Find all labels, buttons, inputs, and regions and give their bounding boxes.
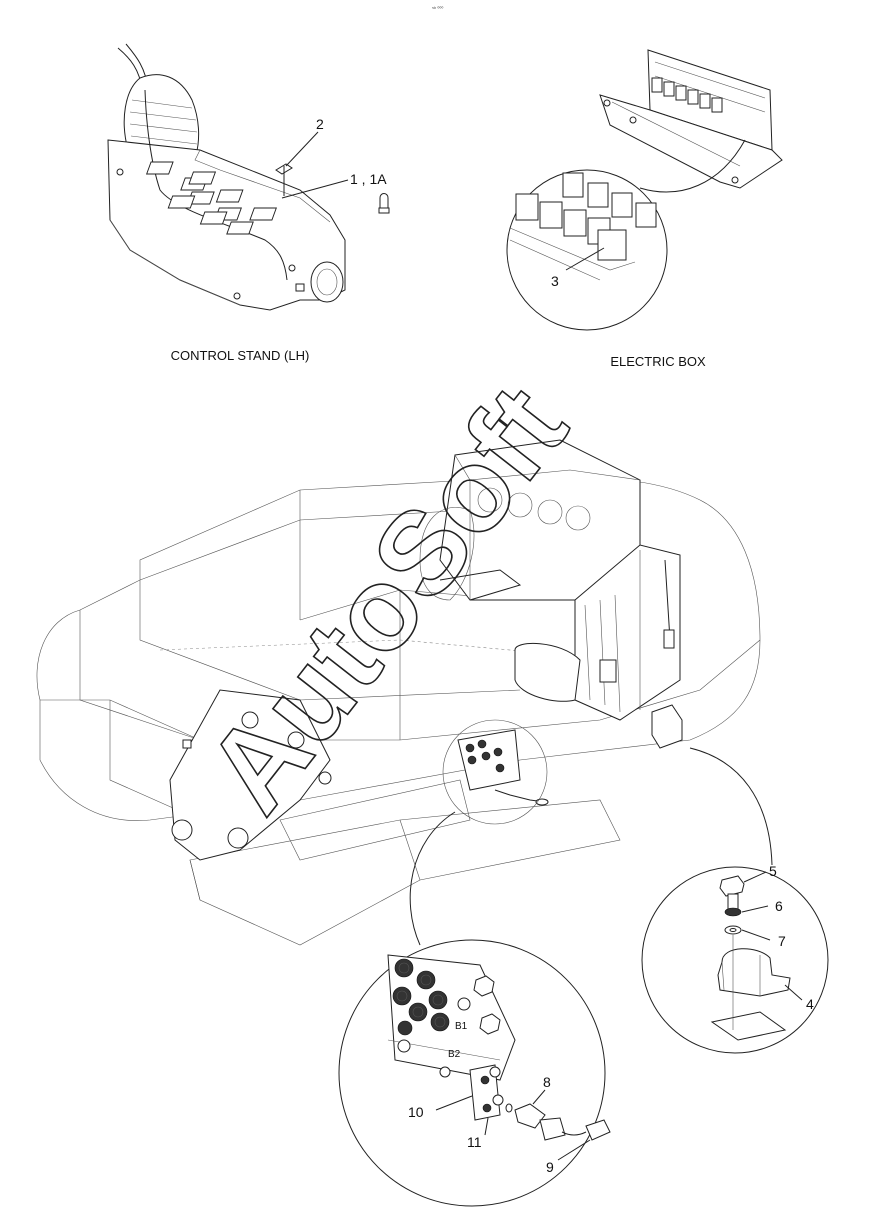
header-code: ⁵ᵇ ⁰⁰⁰ bbox=[432, 6, 443, 12]
port-label-b1: B1 bbox=[455, 1021, 468, 1032]
callout-7: 7 bbox=[778, 933, 786, 949]
callout-3: 3 bbox=[551, 273, 559, 289]
callout-9: 9 bbox=[546, 1159, 554, 1175]
control-stand-title: CONTROL STAND (LH) bbox=[171, 348, 310, 363]
callout-8: 8 bbox=[543, 1074, 551, 1090]
control-stand-drawing bbox=[107, 43, 390, 311]
callout-4: 4 bbox=[806, 996, 814, 1012]
machine-drawing bbox=[36, 439, 761, 946]
port-label-b2: B2 bbox=[448, 1049, 461, 1060]
valve-detail-drawing bbox=[338, 811, 611, 1207]
callout-10: 10 bbox=[408, 1104, 424, 1120]
callout-11: 11 bbox=[467, 1134, 482, 1150]
electric-box-title: ELECTRIC BOX bbox=[610, 354, 706, 369]
electric-box-drawing bbox=[506, 49, 783, 331]
callout-1-1a: 1 , 1A bbox=[350, 171, 387, 187]
callout-6: 6 bbox=[775, 898, 783, 914]
callout-2: 2 bbox=[316, 116, 324, 132]
callout-5: 5 bbox=[769, 863, 777, 879]
clamp-detail-drawing bbox=[641, 747, 829, 1054]
